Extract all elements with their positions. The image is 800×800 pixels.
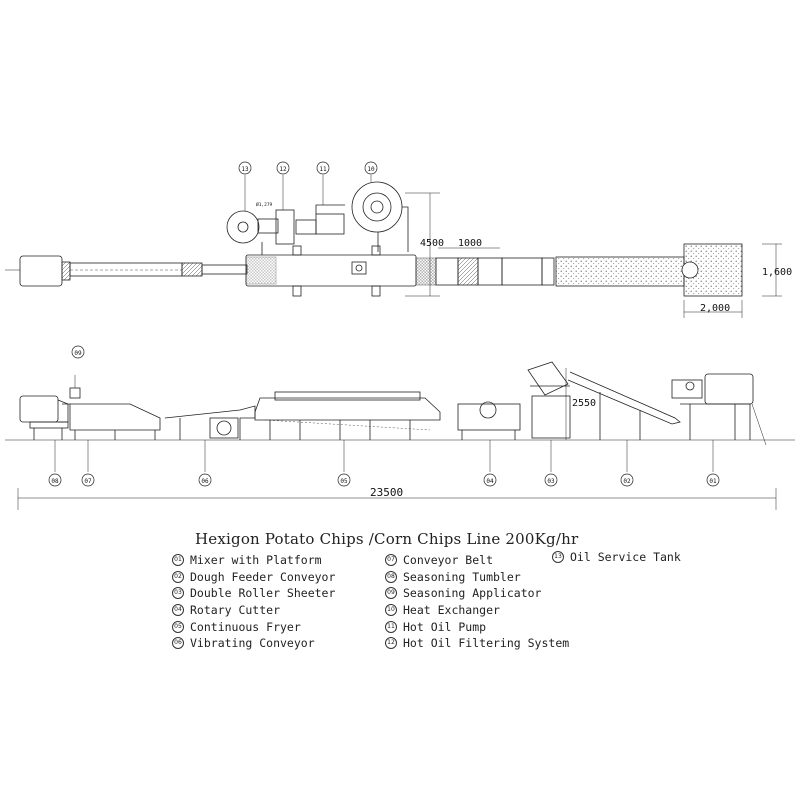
side-callouts xyxy=(48,345,720,487)
top-callouts xyxy=(238,161,378,175)
callout-03: 03 xyxy=(547,478,555,485)
dim-1600: 1,600 xyxy=(762,267,792,278)
callout-12: 12 xyxy=(279,166,287,173)
diagram-title: Hexigon Potato Chips /Corn Chips Line 20… xyxy=(195,530,579,548)
callout-02: 02 xyxy=(623,478,631,485)
conveyor-plan xyxy=(69,262,183,277)
side-view xyxy=(5,361,795,510)
layout-drawing: 13 12 11 10 Ø1,279 4500 1000 1,600 2,000 xyxy=(5,161,795,510)
dim-2000: 2,000 xyxy=(700,303,730,314)
callout-10: 10 xyxy=(367,166,375,173)
callout-05: 05 xyxy=(340,478,348,485)
conveyor-belt-side xyxy=(62,403,161,431)
fryer-side xyxy=(254,397,441,421)
oil-tank-plan xyxy=(226,210,260,244)
dim-4500: 4500 xyxy=(420,238,444,249)
callout-11: 11 xyxy=(319,166,327,173)
tumbler-side xyxy=(19,395,59,423)
callout-09: 09 xyxy=(74,350,82,357)
callout-13: 13 xyxy=(241,166,249,173)
rotary-cutter-side xyxy=(457,403,521,431)
top-view xyxy=(5,175,782,318)
mixer-side xyxy=(704,373,754,405)
legend: Hexigon Potato Chips /Corn Chips Line 20… xyxy=(0,525,800,665)
callout-07: 07 xyxy=(84,478,92,485)
dim-1000: 1000 xyxy=(458,238,482,249)
sheeter-side xyxy=(531,395,571,439)
callout-08: 08 xyxy=(51,478,59,485)
callout-06: 06 xyxy=(201,478,209,485)
dough-feeder-side xyxy=(567,371,681,425)
seasoning-belt-plan xyxy=(555,256,685,287)
heat-exchanger-plan xyxy=(351,181,403,233)
dim-2550: 2550 xyxy=(572,398,596,409)
callout-01: 01 xyxy=(709,478,717,485)
dim-small: Ø1,279 xyxy=(256,201,273,208)
dim-23500: 23500 xyxy=(370,486,403,499)
mixer-drum-plan xyxy=(19,255,63,287)
filter-plan xyxy=(275,209,295,245)
callout-04: 04 xyxy=(486,478,494,485)
